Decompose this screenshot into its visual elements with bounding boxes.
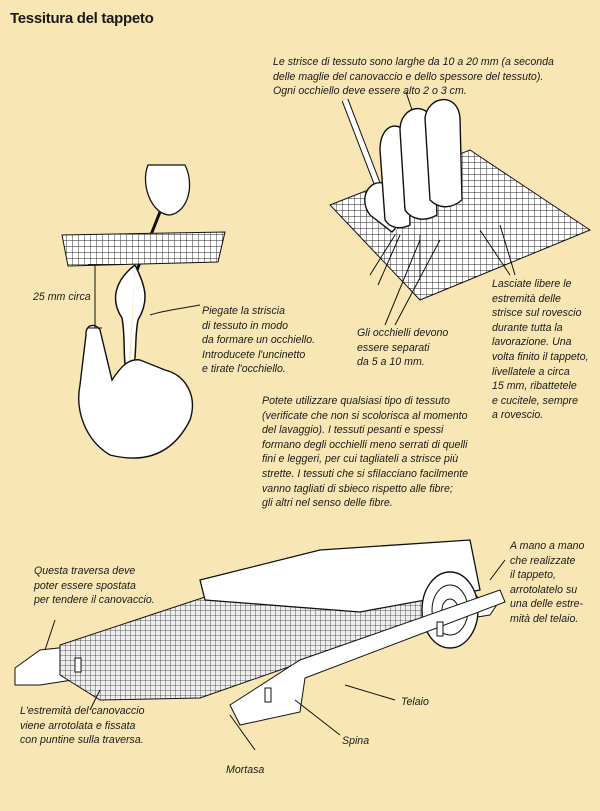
caption-crossbar: Questa traversa deve poter essere sposta… bbox=[34, 565, 155, 607]
loops-illustration bbox=[329, 91, 592, 326]
page-title: Tessitura del tappeto bbox=[10, 10, 154, 27]
caption-leave-ends: Lasciate libere le estremità delle stris… bbox=[492, 278, 589, 422]
caption-roll-up: A mano a mano che realizzate il tappeto,… bbox=[510, 540, 585, 625]
label-frame: Telaio bbox=[401, 696, 429, 708]
label-pin: Spina bbox=[342, 735, 370, 747]
label-mortise: Mortasa bbox=[226, 764, 265, 776]
caption-strip-width: Le strisce di tessuto sono larghe da 10 … bbox=[273, 56, 554, 98]
hook-illustration bbox=[61, 164, 226, 459]
loom-illustration bbox=[14, 539, 506, 751]
caption-fabric-types: Potete utilizzare qualsiasi tipo di tess… bbox=[262, 395, 469, 510]
caption-fold-strip: Piegate la striscia di tessuto in modo d… bbox=[202, 305, 316, 376]
caption-canvas-end: L'estremità del canovaccio viene arrotol… bbox=[20, 705, 145, 747]
caption-loop-spacing: Gli occhielli devono essere separati da … bbox=[357, 327, 449, 369]
caption-loop-height: 25 mm circa bbox=[33, 291, 91, 303]
